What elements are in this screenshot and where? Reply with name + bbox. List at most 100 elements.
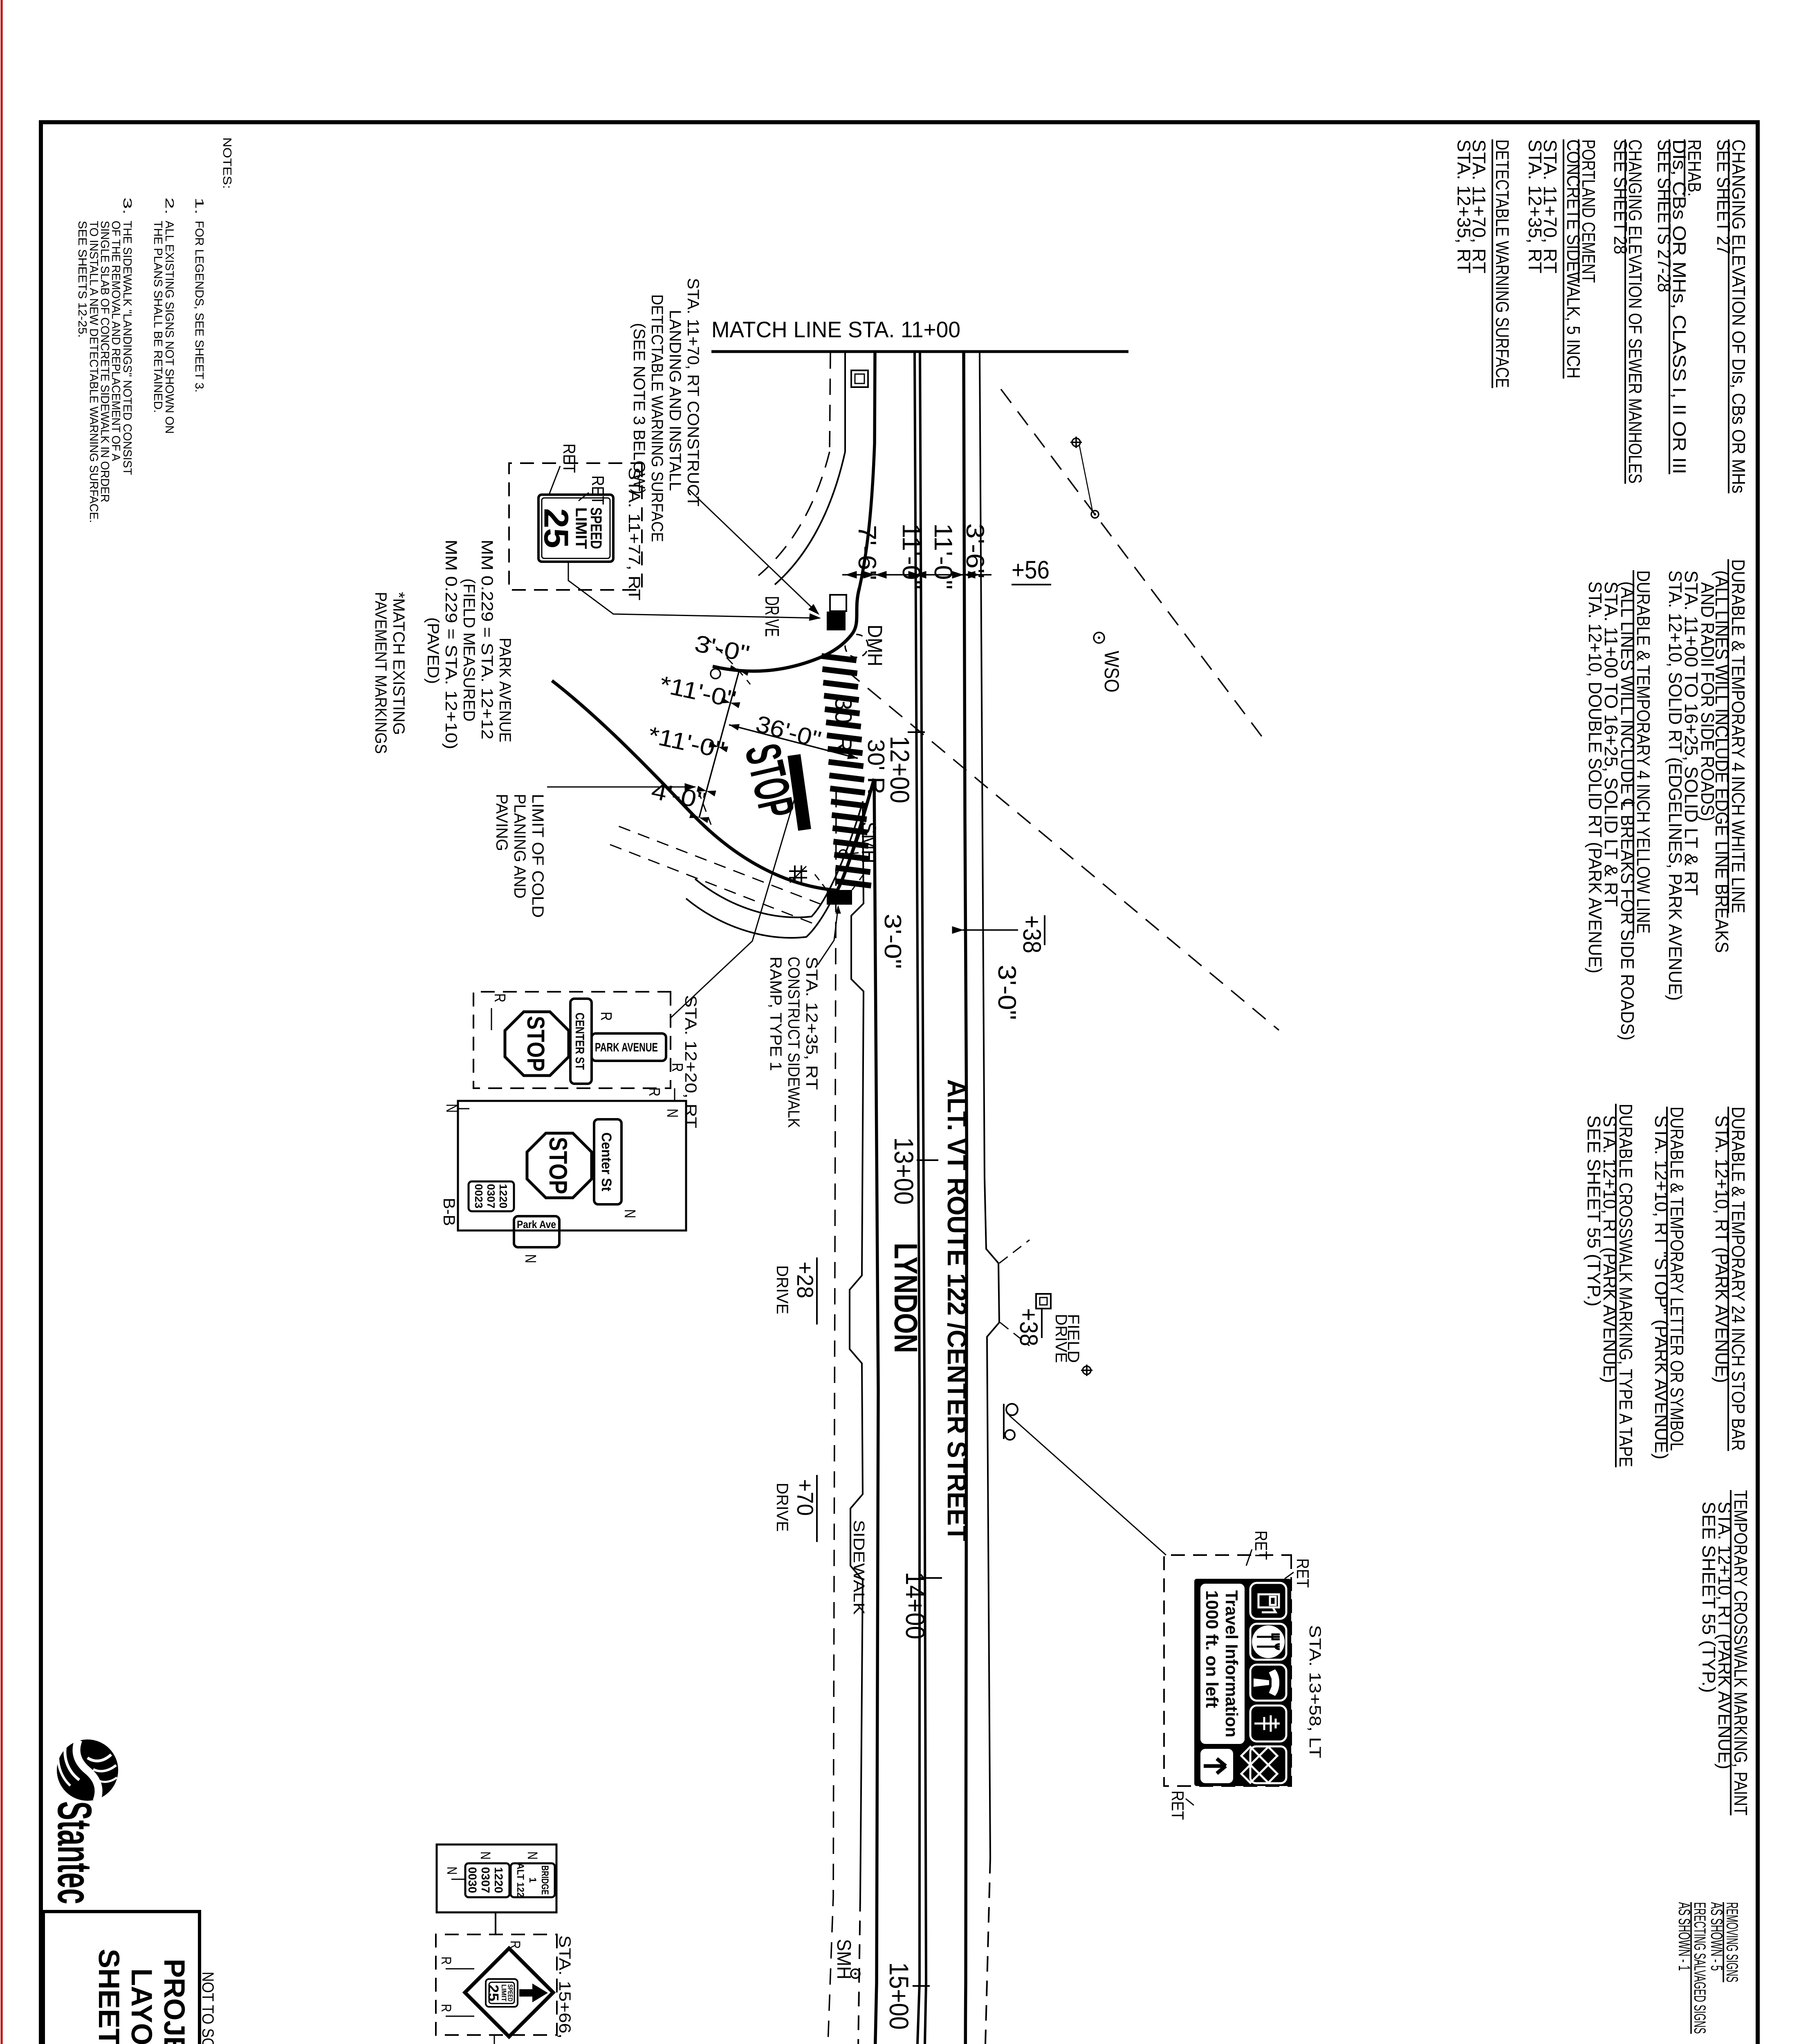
svg-text:STA. 12+35, RT: STA. 12+35, RT: [1454, 139, 1474, 273]
svg-text:LANDING AND INSTALL: LANDING AND INSTALL: [666, 310, 684, 491]
svg-text:RET: RET: [1168, 1791, 1187, 1820]
svg-text:Travel Information: Travel Information: [1222, 1590, 1241, 1737]
svg-text:REHAB.: REHAB.: [1684, 139, 1705, 197]
svg-text:1000 ft. on left: 1000 ft. on left: [1202, 1590, 1222, 1708]
svg-text:Center St: Center St: [599, 1132, 614, 1191]
svg-text:14+00: 14+00: [900, 1572, 931, 1639]
svg-text:+70: +70: [792, 1479, 818, 1516]
svg-text:3'-6": 3'-6": [961, 523, 989, 578]
svg-text:STA. 12+35, RT: STA. 12+35, RT: [1525, 139, 1546, 273]
svg-text:FOR LEGENDS, SEE SHEET 3.: FOR LEGENDS, SEE SHEET 3.: [193, 221, 206, 392]
svg-text:SEE SHEET 55 (TYP.): SEE SHEET 55 (TYP.): [1584, 1115, 1604, 1307]
svg-text:RAMP, TYPE 1: RAMP, TYPE 1: [767, 957, 785, 1071]
svg-text:CHANGING ELEVATION OF DIs, CBs: CHANGING ELEVATION OF DIs, CBs OR MHs: [1728, 139, 1749, 493]
svg-text:STA. 13+58, LT: STA. 13+58, LT: [1306, 1625, 1324, 1758]
svg-text:STA. 11+70, RT: STA. 11+70, RT: [1540, 139, 1561, 273]
svg-text:11'-0": 11'-0": [897, 523, 925, 589]
svg-text:1220: 1220: [492, 1867, 505, 1893]
svg-text:REMOVING SIGNS: REMOVING SIGNS: [1723, 1902, 1741, 1982]
svg-text:(ALL LINES WILL INCLUDE ℄ BREA: (ALL LINES WILL INCLUDE ℄ BREAKS FOR SID…: [1617, 581, 1638, 1040]
svg-text:7'-6": 7'-6": [853, 525, 881, 580]
svg-text:R: R: [491, 993, 508, 1002]
svg-text:DURABLE & TEMPORARY 24 INCH ST: DURABLE & TEMPORARY 24 INCH STOP BAR: [1728, 1107, 1749, 1451]
svg-text:+28: +28: [792, 1262, 818, 1298]
svg-text:SMH: SMH: [857, 822, 880, 863]
svg-text:13+00: 13+00: [889, 1137, 919, 1205]
svg-text:TO INSTALL A NEW DETECTABLE WA: TO INSTALL A NEW DETECTABLE WARNING SURF…: [87, 221, 100, 523]
svg-text:DRIVE: DRIVE: [773, 1483, 791, 1532]
svg-text:N: N: [444, 1867, 460, 1875]
svg-text:(SEE NOTE 3 BELOW): (SEE NOTE 3 BELOW): [630, 323, 648, 494]
svg-text:STA. 12+10, RT (PARK AVENUE): STA. 12+10, RT (PARK AVENUE): [1599, 1115, 1620, 1383]
svg-text:PARK AVENUE: PARK AVENUE: [496, 638, 514, 742]
svg-text:ALL EXISTING SIGNS NOT SHOWN O: ALL EXISTING SIGNS NOT SHOWN ON: [163, 221, 176, 434]
svg-text:N: N: [522, 1254, 539, 1263]
svg-text:OF THE REMOVAL AND REPLACEMENT: OF THE REMOVAL AND REPLACEMENT OF A: [109, 221, 122, 462]
svg-text:(ALL LINES WILL INCLUDE EDGE L: (ALL LINES WILL INCLUDE EDGE LINE BREAKS: [1712, 570, 1732, 953]
svg-text:0030: 0030: [466, 1867, 479, 1893]
svg-text:30' R: 30' R: [830, 697, 857, 752]
svg-text:AS SHOWN - 5: AS SHOWN - 5: [1707, 1902, 1725, 1971]
svg-text:SPEED: SPEED: [587, 507, 605, 549]
svg-text:N: N: [621, 1209, 638, 1218]
svg-text:CONCRETE SIDEWALK, 5 INCH: CONCRETE SIDEWALK, 5 INCH: [1563, 139, 1584, 379]
svg-text:SEE SHEET 55 (TYP.): SEE SHEET 55 (TYP.): [1698, 1502, 1719, 1693]
svg-text:PARK AVENUE: PARK AVENUE: [595, 1041, 658, 1054]
svg-text:SINGLE SLAB OF CONCRETE SIDEWA: SINGLE SLAB OF CONCRETE SIDEWALK IN ORDE…: [98, 221, 111, 502]
svg-text:SMH: SMH: [833, 1939, 855, 1979]
svg-text:R: R: [438, 1957, 454, 1965]
svg-text:0307: 0307: [479, 1867, 492, 1893]
svg-text:15+00: 15+00: [884, 1962, 914, 2030]
svg-text:CHANGING ELEVATION OF SEWER MA: CHANGING ELEVATION OF SEWER MANHOLES: [1625, 139, 1646, 484]
svg-text:SEE SHEET 28: SEE SHEET 28: [1610, 139, 1631, 254]
svg-text:STA. 15+66, RT: STA. 15+66, RT: [556, 1935, 574, 2044]
svg-text:NOTES:: NOTES:: [220, 137, 233, 189]
svg-text:DURABLE CROSSWALK MARKING, TYP: DURABLE CROSSWALK MARKING, TYPE A TAPE: [1615, 1104, 1636, 1467]
svg-text:1.: 1.: [193, 197, 206, 215]
svg-text:SHEET #66: SHEET #66: [92, 1949, 125, 2044]
svg-text:3.: 3.: [121, 197, 134, 215]
svg-text:N: N: [664, 1109, 681, 1118]
svg-text:LIMIT: LIMIT: [572, 507, 590, 549]
svg-text:Park Ave: Park Ave: [517, 1218, 556, 1230]
svg-text:30' R: 30' R: [863, 739, 889, 794]
svg-text:PROJECT: PROJECT: [158, 1959, 191, 2044]
svg-text:*MATCH EXISTING: *MATCH EXISTING: [390, 592, 408, 735]
svg-text:THE PLANS SHALL BE RETAINED.: THE PLANS SHALL BE RETAINED.: [151, 221, 164, 413]
svg-text:DURABLE & TEMPORARY 4 INCH WHI: DURABLE & TEMPORARY 4 INCH WHITE LINE: [1728, 559, 1749, 913]
svg-text:SEE SHEETS 12-25.: SEE SHEETS 12-25.: [76, 221, 89, 338]
svg-text:AS SHOWN - 1: AS SHOWN - 1: [1675, 1902, 1693, 1971]
svg-text:PAVEMENT MARKINGS: PAVEMENT MARKINGS: [372, 592, 390, 754]
svg-text:+38: +38: [1018, 915, 1046, 953]
svg-text:AND RADII FOR SIDE ROADS): AND RADII FOR SIDE ROADS): [1697, 582, 1718, 821]
svg-text:0023: 0023: [473, 1184, 485, 1208]
svg-text:PORTLAND CEMENT: PORTLAND CEMENT: [1578, 139, 1599, 283]
svg-text:3'-0": 3'-0": [879, 914, 906, 969]
svg-text:LYNDON: LYNDON: [888, 1243, 924, 1353]
svg-text:CONSTRUCT SIDEWALK: CONSTRUCT SIDEWALK: [785, 957, 803, 1128]
svg-text:B-B: B-B: [440, 1198, 458, 1226]
svg-text:RET: RET: [1293, 1558, 1312, 1588]
svg-text:PAVING: PAVING: [493, 794, 511, 851]
svg-text:ALT. VT ROUTE 122 /CENTER STRE: ALT. VT ROUTE 122 /CENTER STREET: [942, 1079, 972, 1541]
svg-text:DIs, CBs OR MHs, CLASS I, II O: DIs, CBs OR MHs, CLASS I, II OR III: [1669, 139, 1690, 474]
svg-text:(FIELD MEASURED: (FIELD MEASURED: [460, 578, 478, 722]
svg-text:DMH: DMH: [864, 625, 886, 666]
svg-text:RET: RET: [560, 444, 579, 473]
svg-text:DRIVE: DRIVE: [773, 1265, 791, 1314]
svg-text:CENTER ST: CENTER ST: [573, 1013, 586, 1070]
svg-text:STA. 12+10, DOUBLE SOLID RT (P: STA. 12+10, DOUBLE SOLID RT (PARK AVENUE…: [1585, 581, 1606, 973]
svg-text:25: 25: [537, 508, 576, 548]
svg-text:LIMIT: LIMIT: [500, 1984, 507, 2001]
svg-text:+38: +38: [1014, 1308, 1043, 1346]
svg-text:STA. 11+77, RT: STA. 11+77, RT: [625, 467, 643, 601]
svg-text:STA. 12+10, RT (PARK AVENUE): STA. 12+10, RT (PARK AVENUE): [1712, 1115, 1732, 1383]
svg-text:SEE SHEETS 27-28: SEE SHEETS 27-28: [1654, 139, 1675, 292]
svg-text:STA. 11+00 TO 16+25, SOLID LT: STA. 11+00 TO 16+25, SOLID LT & RT: [1681, 570, 1702, 896]
svg-text:SEE SHEET 27: SEE SHEET 27: [1713, 139, 1734, 254]
svg-text:N: N: [525, 1851, 540, 1860]
svg-text:(PAVED): (PAVED): [424, 617, 442, 684]
svg-text:WSO: WSO: [1100, 651, 1123, 693]
svg-text:LIMIT OF COLD: LIMIT OF COLD: [529, 794, 547, 918]
svg-text:R: R: [646, 1087, 663, 1096]
